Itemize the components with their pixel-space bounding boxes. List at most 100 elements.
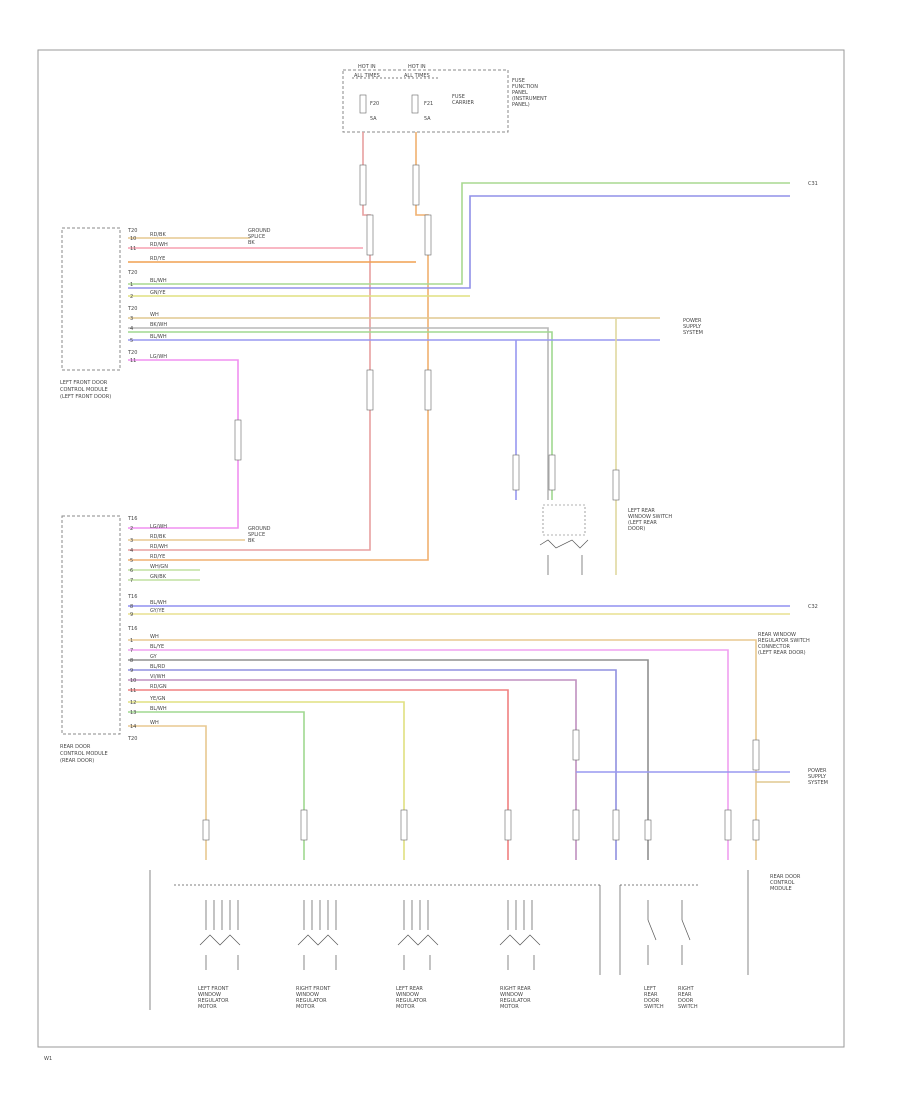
rear-pin: 1: [130, 638, 133, 644]
rear-wire-label: RD/BK: [150, 534, 166, 540]
front-module-caption-1: LEFT FRONT DOOR: [60, 380, 108, 386]
front-wire-label: GN/YE: [150, 290, 166, 296]
rear-pin: 7: [130, 578, 133, 584]
rear-wire-label: GY/YE: [150, 608, 165, 614]
front-wire-label: RD/WH: [150, 242, 168, 248]
front-pin: T20: [127, 350, 137, 356]
front-wire-label: RD/BK: [150, 232, 166, 238]
fuse-hot-sub-1: ALL TIMES: [354, 73, 380, 79]
rear-pin: 4: [130, 548, 133, 554]
wire-blue-top: [128, 195, 790, 289]
fuse-amps-1: 5A: [370, 116, 377, 122]
front-pin: T20: [127, 270, 137, 276]
rear-pin: T16: [127, 516, 137, 522]
rear-wire-label: RD/WH: [150, 544, 168, 550]
left-rear-window-switch-symbol: [539, 504, 589, 575]
rear-pin: 8: [130, 604, 133, 610]
rear-pin: 6: [130, 568, 133, 574]
rear-wire-label: VI/WH: [150, 674, 166, 680]
front-pin: T20: [127, 228, 137, 234]
connector-top-label: C31: [808, 181, 818, 187]
front-wire-label: BL/WH: [150, 278, 167, 284]
rear-pin: 9: [130, 668, 133, 674]
front-wire-label: RD/YE: [150, 256, 165, 262]
rear-wire-label: BL/WH: [150, 706, 167, 712]
rear-module-caption-3: (REAR DOOR): [60, 758, 94, 764]
bottom-components: [149, 504, 749, 1010]
rear-wire-label: RD/YE: [150, 554, 165, 560]
rear-module-caption-1: REAR DOOR: [60, 744, 91, 750]
rear-pin: 11: [130, 688, 136, 694]
connector-bot-label: C32: [808, 604, 818, 610]
rear-pin: 5: [130, 558, 133, 564]
front-pin: 10: [130, 236, 136, 242]
front-wire-label: LG/WH: [150, 354, 167, 360]
diagram-frame: [37, 49, 845, 1048]
fuse-box: HOT IN HOT IN ALL TIMES ALL TIMES F20 5A…: [342, 64, 548, 133]
rear-wire-label: BL/YE: [150, 644, 164, 650]
front-wire-label: WH: [150, 312, 159, 318]
wire-labels-front: RD/BK RD/WH RD/YE BL/WH GN/YE WH BK/WH B…: [150, 232, 168, 360]
fuse-hot-label-1: HOT IN: [358, 64, 376, 70]
rear-pin: 3: [130, 538, 133, 544]
fuse-hot-sub-2: ALL TIMES: [404, 73, 430, 79]
motor-right-front-symbol: [297, 900, 339, 970]
motor-left-front-symbol: [199, 900, 241, 970]
page-ref: W1: [44, 1056, 52, 1062]
wire-green-top: [128, 182, 790, 285]
fuse-amps-2: 5A: [424, 116, 431, 122]
door-switch-right-symbol: [681, 900, 691, 965]
motor-left-rear-symbol: [397, 900, 439, 970]
front-pin: 1: [130, 282, 133, 288]
front-pin: 4: [130, 326, 133, 332]
rear-pin: 2: [130, 526, 133, 532]
front-pin: 5: [130, 338, 133, 344]
front-module-caption-3: (LEFT FRONT DOOR): [60, 394, 111, 400]
rear-wire-label: BL/WH: [150, 600, 167, 606]
front-pin: 2: [130, 294, 133, 300]
front-pin: T20: [127, 306, 137, 312]
rear-pin: T20: [127, 736, 137, 742]
fuse-label-2: F21: [424, 101, 433, 107]
front-wire-label: BK/WH: [150, 322, 167, 328]
rear-wire-label: RD/GN: [150, 684, 167, 690]
pin-labels-rear: T16 2 3 4 5 6 7 T16 8 9 T16 1 7 8 9 10 1…: [127, 516, 137, 742]
wire-labels-rear: LG/WH RD/BK RD/WH RD/YE WH/GN GN/BK BL/W…: [149, 524, 168, 726]
rear-wire-label: WH: [150, 720, 159, 726]
rear-pin: 9: [130, 612, 133, 618]
rear-pin: T16: [127, 626, 137, 632]
front-pin: 3: [130, 316, 133, 322]
rear-pin: 13: [130, 710, 136, 716]
front-pin: 11: [130, 246, 136, 252]
inline-connectors: [202, 164, 760, 841]
front-pin: 11: [130, 358, 136, 364]
rear-wire-label: LG/WH: [150, 524, 167, 530]
motor-right-rear-symbol: [499, 900, 541, 970]
rear-wire-label: GN/BK: [150, 574, 167, 580]
door-switch-left-symbol: [647, 900, 657, 965]
rear-door-module: REAR DOOR CONTROL MODULE (REAR DOOR): [60, 515, 121, 764]
rear-wire-label: WH: [150, 634, 159, 640]
front-module-caption-2: CONTROL MODULE: [60, 387, 108, 393]
rear-pin: T16: [127, 594, 137, 600]
fuse-label-1: F20: [370, 101, 379, 107]
rear-pin: 7: [130, 648, 133, 654]
rear-pin: 12: [130, 700, 136, 706]
